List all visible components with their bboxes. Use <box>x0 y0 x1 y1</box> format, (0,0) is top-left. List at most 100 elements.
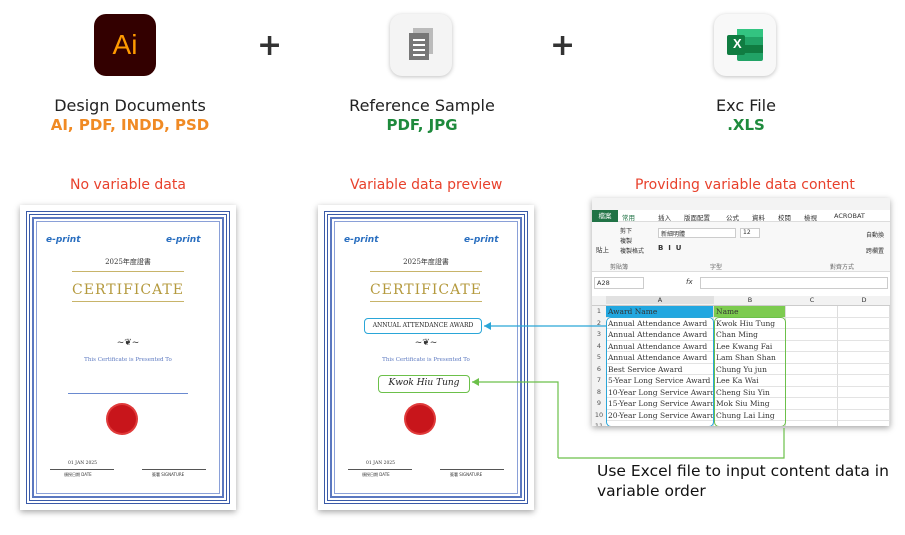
row-number[interactable]: 6 <box>592 363 606 375</box>
tab-data[interactable]: 資料 <box>752 214 765 222</box>
preview-title: Variable data preview <box>350 177 503 193</box>
wrap-text-button[interactable]: 自動換 <box>866 232 885 239</box>
col-header-a[interactable]: A <box>606 296 714 304</box>
table-cell[interactable] <box>786 386 838 398</box>
table-cell[interactable] <box>838 352 890 364</box>
paste-button[interactable]: 貼上 <box>596 246 609 254</box>
cert-border-inner <box>36 221 220 494</box>
table-cell[interactable] <box>786 317 838 329</box>
cert-name-line <box>68 393 188 394</box>
cut-button[interactable]: 剪下 <box>620 228 633 235</box>
certificate-blank: e-print e-print 2025年度證書 CERTIFICATE ~❦~… <box>20 205 236 510</box>
preview-award-text: ANNUAL ATTENDANCE AWARD <box>372 322 474 329</box>
tab-layout[interactable]: 版面配置 <box>684 214 710 222</box>
font-group-label: 字型 <box>710 264 723 271</box>
providing-title: Providing variable data content <box>635 177 855 193</box>
no-variable-title: No variable data <box>70 177 186 193</box>
table-cell[interactable] <box>786 375 838 387</box>
cert-presented: This Certificate is Presented To <box>382 357 470 363</box>
table-cell[interactable] <box>838 375 890 387</box>
cert-year-title: 2025年度證書 <box>105 258 151 266</box>
format-painter-button[interactable]: 複製格式 <box>620 248 645 255</box>
font-style-buttons[interactable]: B I U <box>658 244 682 252</box>
cert-title: CERTIFICATE <box>72 282 184 298</box>
cert-sig-line <box>142 469 206 470</box>
row-number[interactable]: 7 <box>592 375 606 387</box>
copy-button[interactable]: 複製 <box>620 238 633 245</box>
row-number[interactable]: 5 <box>592 352 606 364</box>
table-cell[interactable] <box>838 363 890 375</box>
table-cell[interactable] <box>838 317 890 329</box>
cert-date-label: 頒授日期 DATE <box>64 472 92 477</box>
cert-title-bar-bottom <box>370 301 482 302</box>
excel-window: 檔案 常用 插入 版面配置 公式 資料 校閱 檢視 ACROBAT 貼上 剪下 … <box>592 198 890 426</box>
cert-title-bar <box>72 271 184 272</box>
row-number[interactable]: 2 <box>592 317 606 329</box>
excel-icon-label: X <box>733 36 742 51</box>
logo-right: e-print <box>464 235 499 245</box>
row-number[interactable]: 3 <box>592 329 606 341</box>
cert-presented: This Certificate is Presented To <box>84 357 172 363</box>
plus-sign-1: + <box>257 28 283 63</box>
cert-sig-label: 簽署 SIGNATURE <box>450 472 483 477</box>
table-cell[interactable] <box>838 340 890 352</box>
font-name-select[interactable]: 新細明體 <box>658 228 736 238</box>
cert-date: 01 JAN 2025 <box>68 461 98 466</box>
table-cell[interactable] <box>786 363 838 375</box>
row-number[interactable]: 8 <box>592 386 606 398</box>
formula-input[interactable] <box>700 277 888 289</box>
tab-view[interactable]: 檢視 <box>804 214 817 222</box>
table-cell[interactable] <box>786 398 838 410</box>
table-cell[interactable] <box>786 340 838 352</box>
row-number[interactable]: 10 <box>592 409 606 421</box>
excel-icon: X <box>714 14 776 76</box>
cert-title-bar-bottom <box>72 301 184 302</box>
caption-line-1: Use Excel file to input content data in <box>597 462 889 480</box>
col-header-d[interactable]: D <box>861 296 867 304</box>
tab-home[interactable]: 常用 <box>622 214 635 222</box>
cert-year-title: 2025年度證書 <box>403 258 449 266</box>
table-cell[interactable] <box>838 329 890 341</box>
col-header-c[interactable]: C <box>809 296 815 304</box>
table-cell[interactable] <box>786 421 838 426</box>
table-cell[interactable] <box>838 421 890 426</box>
row-number[interactable]: 1 <box>592 306 606 318</box>
tab-file[interactable]: 檔案 <box>592 210 618 222</box>
cert-sig-label: 簽署 SIGNATURE <box>152 472 185 477</box>
table-cell[interactable] <box>786 306 838 318</box>
row-number[interactable]: 9 <box>592 398 606 410</box>
table-cell[interactable] <box>786 409 838 421</box>
row-number[interactable]: 4 <box>592 340 606 352</box>
cert-frame <box>324 211 528 504</box>
tab-insert[interactable]: 插入 <box>658 214 671 222</box>
cert-date-label: 頒授日期 DATE <box>362 472 390 477</box>
excel-ribbon: 貼上 剪下 複製 複製格式 剪貼簿 新細明體 12 B I U 字型 自動換 跨… <box>592 222 890 272</box>
clipboard-group-label: 剪貼簿 <box>610 264 629 271</box>
cert-border <box>330 217 522 498</box>
excel-file-formats: .XLS <box>727 116 765 134</box>
table-cell[interactable] <box>838 398 890 410</box>
table-cell[interactable] <box>786 329 838 341</box>
table-cell[interactable] <box>838 306 890 318</box>
font-size-select[interactable]: 12 <box>740 228 760 238</box>
logo-left: e-print <box>46 235 81 245</box>
cert-border <box>32 217 224 498</box>
cert-frame <box>26 211 230 504</box>
tab-acrobat[interactable]: ACROBAT <box>834 212 865 220</box>
excel-titlebar <box>592 198 890 210</box>
row-number[interactable]: 11 <box>592 421 606 426</box>
table-cell[interactable] <box>786 352 838 364</box>
merge-button[interactable]: 跨欄置 <box>866 248 885 255</box>
cert-sig-line <box>440 469 504 470</box>
tab-review[interactable]: 校閱 <box>778 214 791 222</box>
col-header-b[interactable]: B <box>747 296 753 304</box>
table-cell[interactable] <box>838 409 890 421</box>
tab-formulas[interactable]: 公式 <box>726 214 739 222</box>
name-box[interactable]: A28 <box>594 277 644 289</box>
cert-ornament: ~❦~ <box>116 338 140 348</box>
table-cell[interactable] <box>838 386 890 398</box>
cert-seal <box>108 405 136 433</box>
